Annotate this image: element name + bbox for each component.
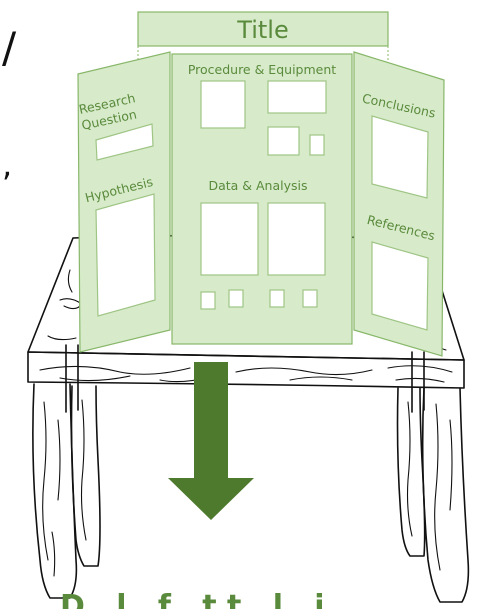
procedure-box-tiny xyxy=(309,134,325,156)
table-leg-inner-left xyxy=(70,385,101,567)
cropped-glyph-mid: , xyxy=(2,146,12,184)
data-box-right xyxy=(267,202,326,276)
references-box xyxy=(371,241,429,331)
table-apron xyxy=(27,351,465,389)
board-title: Title xyxy=(236,16,288,44)
table-leg-inner-right xyxy=(396,387,426,557)
table-leg-front-right xyxy=(421,387,470,603)
procedure-box-large xyxy=(200,80,246,129)
bottom-caption-cropped: D l f t t l i xyxy=(60,589,325,609)
data-box-mini-1 xyxy=(200,291,216,310)
data-box-mini-3 xyxy=(269,289,285,308)
cropped-glyph-top: / xyxy=(2,23,17,72)
data-box-mini-4 xyxy=(302,289,318,308)
data-box-mini-2 xyxy=(228,289,244,308)
hypothesis-box xyxy=(95,193,156,317)
conclusions-box xyxy=(371,115,429,199)
center-panel-label-procedure: Procedure & Equipment xyxy=(188,62,336,77)
center-panel-label-data: Data & Analysis xyxy=(208,178,307,193)
data-box-left xyxy=(200,202,259,276)
procedure-box-small xyxy=(267,126,300,156)
trifold-board: Title Research Question Hypothesis Proce… xyxy=(77,11,445,357)
research-question-box xyxy=(95,123,154,161)
table-back-leg-right xyxy=(411,351,425,413)
down-arrow xyxy=(168,362,254,520)
procedure-box-wide xyxy=(267,80,327,114)
title-header xyxy=(137,11,389,47)
